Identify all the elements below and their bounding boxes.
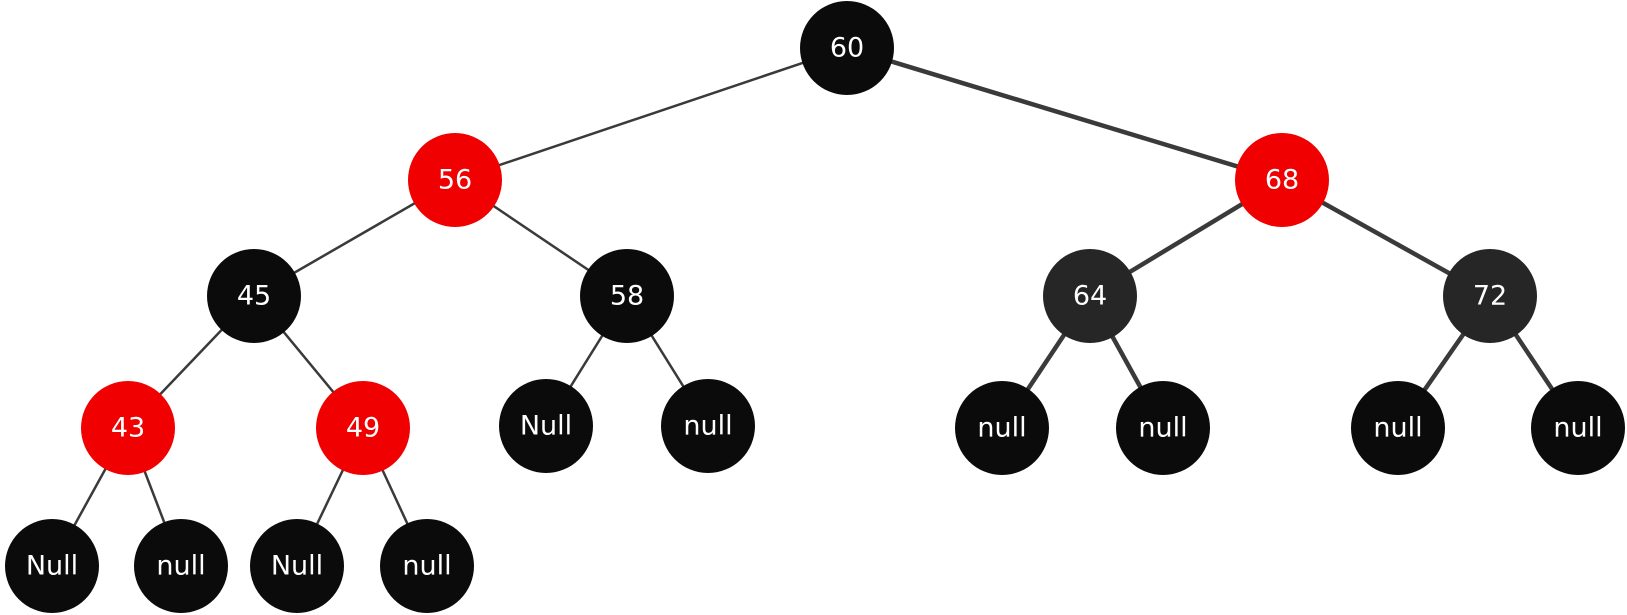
node-circle: [955, 381, 1049, 475]
node-circle: [1443, 249, 1537, 343]
node-circle: [661, 379, 755, 473]
node-label: null: [1373, 413, 1422, 444]
node-label: 43: [111, 413, 145, 444]
node-circle: [1351, 381, 1445, 475]
node-circle: [250, 519, 344, 613]
node-circle: [1531, 381, 1625, 475]
tree-node-null-leaf: null: [1531, 381, 1625, 475]
node-label: 56: [438, 165, 472, 196]
tree-node-null-leaf: Null: [250, 519, 344, 613]
node-label: 49: [346, 413, 380, 444]
node-label: 45: [237, 281, 271, 312]
node-circle: [800, 1, 894, 95]
tree-node-null-leaf: null: [380, 519, 474, 613]
tree-node-58: 58: [580, 249, 674, 343]
node-circle: [1116, 381, 1210, 475]
node-label: null: [1138, 413, 1187, 444]
tree-node-null-leaf: null: [955, 381, 1049, 475]
edge-n60-n56: [453, 46, 849, 182]
node-label: Null: [26, 551, 78, 582]
node-circle: [81, 381, 175, 475]
node-label: null: [1553, 413, 1602, 444]
node-label: null: [977, 413, 1026, 444]
tree-node-68: 68: [1235, 133, 1329, 227]
node-circle: [134, 519, 228, 613]
node-circle: [207, 249, 301, 343]
tree-node-56: 56: [408, 133, 502, 227]
node-label: 58: [610, 281, 644, 312]
node-label: 60: [830, 33, 864, 64]
node-circle: [1043, 249, 1137, 343]
node-label: Null: [271, 551, 323, 582]
node-circle: [5, 519, 99, 613]
node-circle: [499, 379, 593, 473]
tree-node-45: 45: [207, 249, 301, 343]
tree-node-null-leaf: Null: [499, 379, 593, 473]
node-label: null: [683, 411, 732, 442]
tree-node-null-leaf: Null: [5, 519, 99, 613]
tree-node-60: 60: [800, 1, 894, 95]
node-circle: [316, 381, 410, 475]
node-circle: [580, 249, 674, 343]
tree-node-null-leaf: null: [1116, 381, 1210, 475]
edge-n60-n68: [844, 45, 1285, 183]
tree-node-49: 49: [316, 381, 410, 475]
tree-node-null-leaf: null: [661, 379, 755, 473]
node-label: 68: [1265, 165, 1299, 196]
tree-node-null-leaf: null: [134, 519, 228, 613]
node-circle: [408, 133, 502, 227]
node-label: 72: [1473, 281, 1507, 312]
node-circle: [380, 519, 474, 613]
tree-node-64: 64: [1043, 249, 1137, 343]
node-label: null: [402, 551, 451, 582]
node-circle: [1235, 133, 1329, 227]
tree-node-43: 43: [81, 381, 175, 475]
node-label: null: [156, 551, 205, 582]
node-label: Null: [520, 411, 572, 442]
tree-node-72: 72: [1443, 249, 1537, 343]
tree-node-null-leaf: null: [1351, 381, 1445, 475]
node-label: 64: [1073, 281, 1107, 312]
